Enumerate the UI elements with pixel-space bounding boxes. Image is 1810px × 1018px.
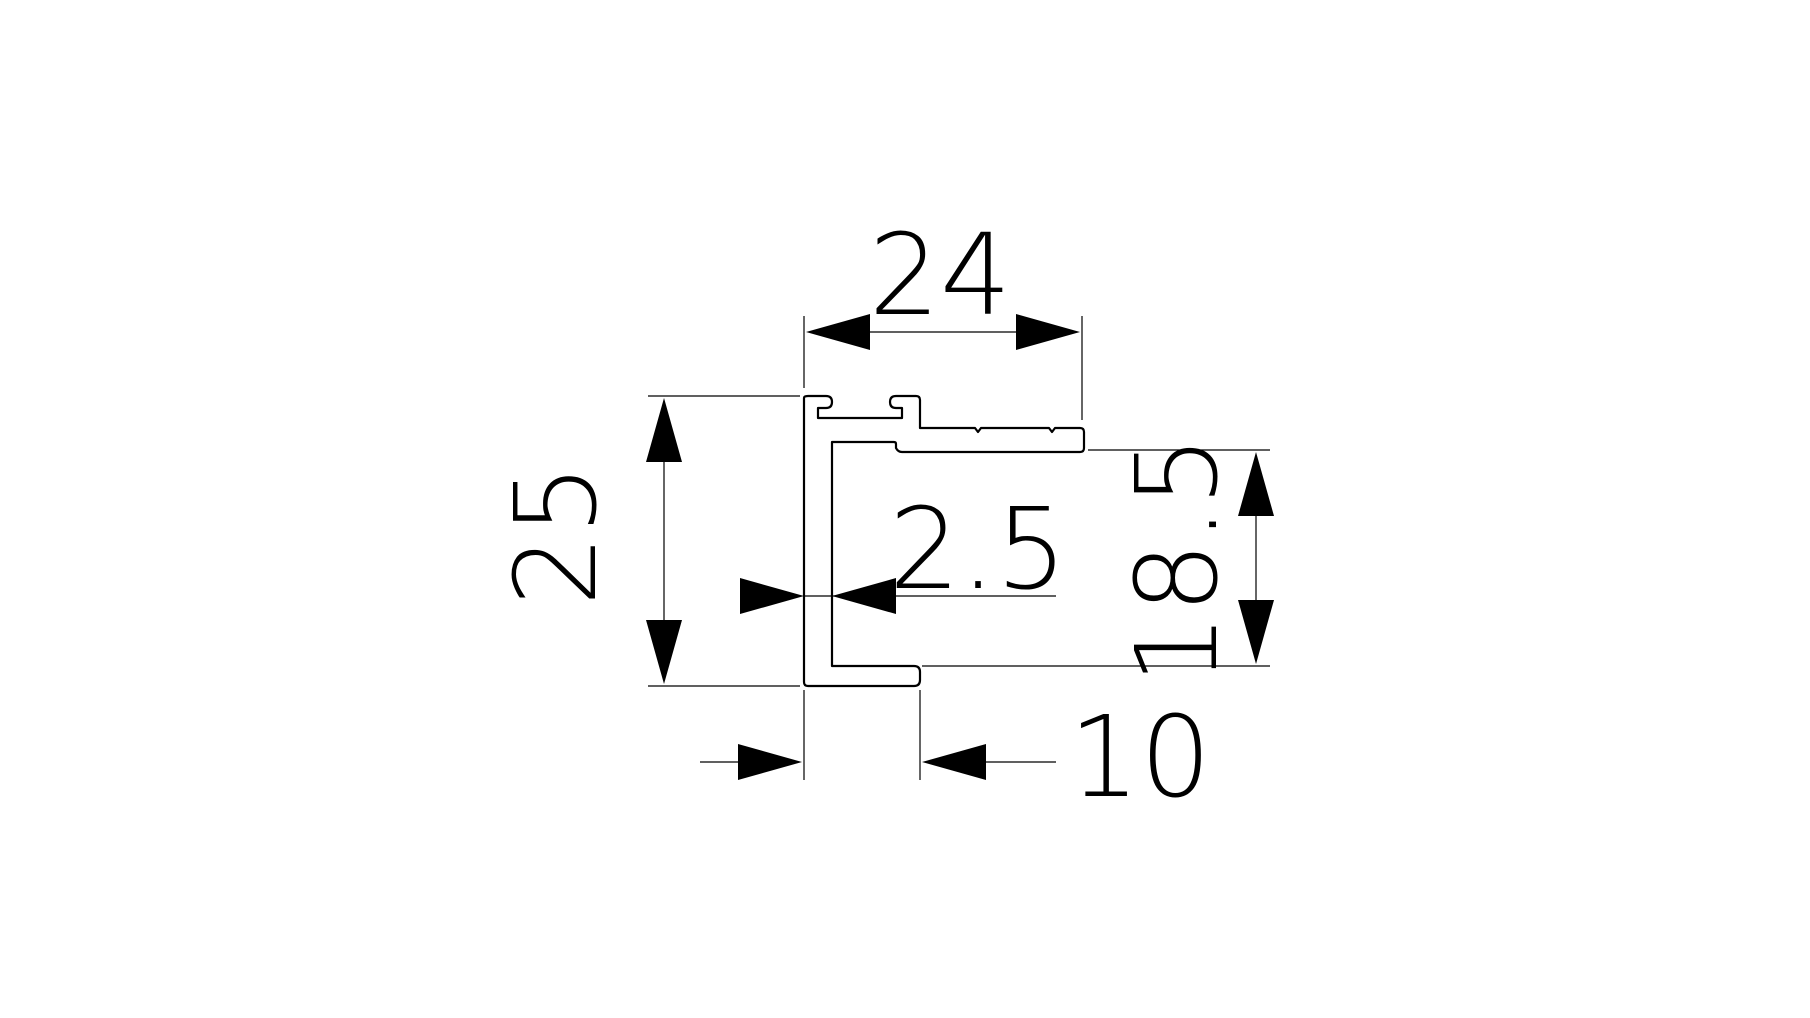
dimension-label-25: 25 xyxy=(492,464,622,607)
profile-diagram: 24 25 18.5 2.510 xyxy=(492,211,1274,823)
arrow-width-left xyxy=(806,314,870,350)
dimension-label-24: 24 xyxy=(869,211,1012,341)
arrow-width-right xyxy=(1016,314,1080,350)
dimension-label-18-5: 18.5 xyxy=(1113,435,1243,684)
arrow-return-right xyxy=(922,744,986,780)
arrow-inner-height-top xyxy=(1238,452,1274,516)
arrow-return-left xyxy=(738,744,802,780)
arrow-height-bottom xyxy=(646,620,682,684)
arrow-wall-left xyxy=(740,578,804,614)
profile-outline xyxy=(802,394,1086,688)
arrow-wall-right xyxy=(832,578,896,614)
dimension-label-2-5: 2.5 xyxy=(889,485,1067,615)
dimension-label-10: 10 xyxy=(1069,693,1212,823)
arrow-height-top xyxy=(646,398,682,462)
arrow-inner-height-bottom xyxy=(1238,600,1274,664)
